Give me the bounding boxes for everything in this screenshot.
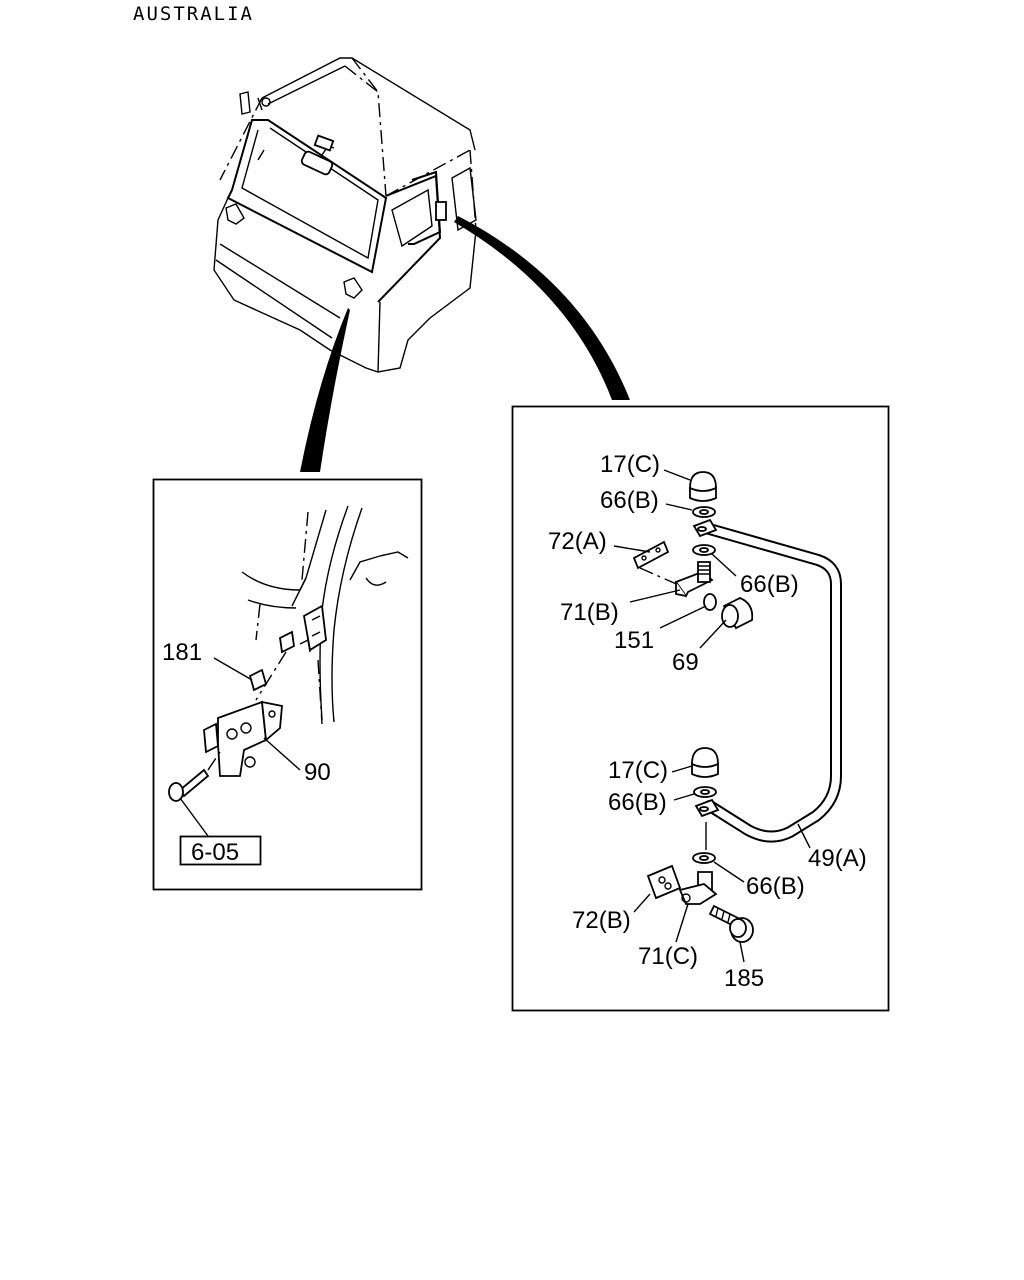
part-17c-top-nut bbox=[689, 471, 717, 502]
part-72a-plate bbox=[632, 540, 670, 570]
label-17c-bottom: 17(C) bbox=[608, 757, 668, 784]
label-71c: 71(C) bbox=[638, 943, 698, 970]
right-detail-panel: 17(C) 66(B) 72(A) 66(B) 71(B) 151 69 17(… bbox=[511, 405, 890, 1012]
label-185: 185 bbox=[724, 965, 764, 992]
label-66b-4: 66(B) bbox=[746, 873, 805, 900]
callout-wedge-left bbox=[300, 308, 350, 472]
bolt-icon bbox=[168, 751, 221, 802]
label-17c-top: 17(C) bbox=[600, 451, 660, 478]
label-72b: 72(B) bbox=[572, 907, 631, 934]
label-90: 90 bbox=[304, 759, 331, 786]
part-71b-bracket bbox=[674, 561, 714, 598]
label-66b-2: 66(B) bbox=[740, 571, 799, 598]
part-17c-bottom-nut bbox=[691, 747, 719, 778]
label-69: 69 bbox=[672, 649, 699, 676]
region-title: AUSTRALIA bbox=[133, 3, 254, 25]
part-181-upper bbox=[279, 630, 295, 654]
part-181 bbox=[248, 668, 268, 692]
part-185-bolt bbox=[708, 904, 754, 943]
label-151: 151 bbox=[614, 627, 654, 654]
label-71b: 71(B) bbox=[560, 599, 619, 626]
label-66b-1: 66(B) bbox=[600, 487, 659, 514]
part-69-nut bbox=[721, 597, 754, 630]
label-66b-3: 66(B) bbox=[608, 789, 667, 816]
label-ref-6-05: 6-05 bbox=[191, 839, 239, 866]
truck-cab-illustration bbox=[213, 57, 477, 373]
label-72a: 72(A) bbox=[548, 528, 607, 555]
label-181: 181 bbox=[162, 639, 202, 666]
part-71c-bracket bbox=[678, 871, 718, 905]
left-detail-panel: 181 90 6-05 bbox=[152, 478, 423, 891]
label-49a: 49(A) bbox=[808, 845, 867, 872]
callout-wedge-right bbox=[454, 216, 630, 400]
part-90-bracket bbox=[203, 700, 283, 777]
part-151-washer bbox=[703, 593, 717, 611]
